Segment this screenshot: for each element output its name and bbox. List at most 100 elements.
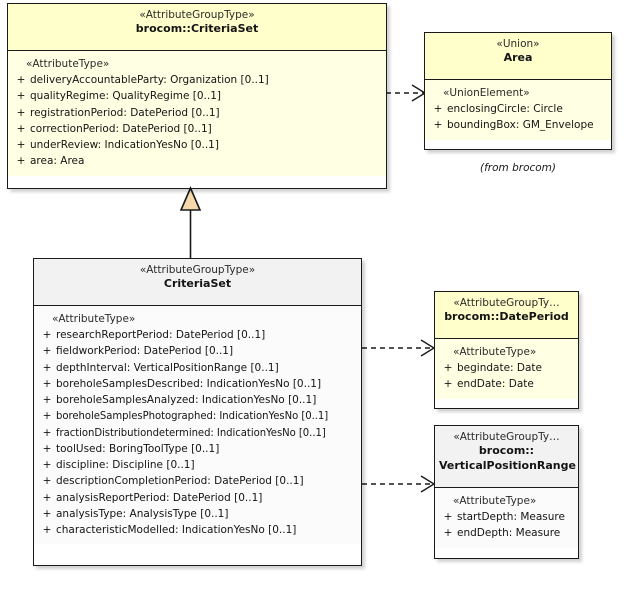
attribute-visibility: +: [42, 394, 52, 407]
class-attributes-criteriaset: «AttributeType» + researchReportPeriod: …: [34, 306, 361, 545]
class-header-criteriaset: «AttributeGroupType» CriteriaSet: [34, 259, 361, 306]
class-box-verticalpositionrange[interactable]: «AttributeGroupTy… brocom:: VerticalPosi…: [434, 425, 579, 559]
attribute-visibility: +: [16, 122, 26, 135]
attribute-text: researchReportPeriod: DatePeriod [0..1]: [56, 329, 266, 341]
class-header-dateperiod: «AttributeGroupTy… brocom::DatePeriod: [435, 292, 578, 339]
class-stereotype: «AttributeGroupTy…: [453, 431, 560, 443]
class-name: brocom::DatePeriod: [444, 310, 569, 324]
attribute-visibility: +: [42, 507, 52, 520]
attribute-row: + endDepth: Measure: [439, 525, 574, 541]
class-attributes-dateperiod: «AttributeType» + begindate: Date + endD…: [435, 339, 578, 399]
attribute-text: fractionDistributiondetermined: Indicati…: [56, 426, 326, 439]
dependency-brocom-criteriaset-to-area: [386, 84, 427, 102]
attribute-text: qualityRegime: QualityRegime [0..1]: [30, 90, 221, 103]
class-stereotype: «AttributeGroupType»: [139, 9, 255, 21]
attribute-row: + registrationPeriod: DatePeriod [0..1]: [12, 105, 382, 121]
attribute-group-stereotype: «AttributeType»: [453, 495, 537, 507]
generalization-criteriaset-to-brocom-criteriaset: [179, 185, 202, 258]
attribute-text: boundingBox: GM_Envelope: [447, 119, 594, 132]
attribute-text: deliveryAccountableParty: Organization […: [30, 74, 269, 86]
attribute-visibility: +: [42, 410, 52, 423]
attribute-text: boreholeSamplesAnalyzed: IndicationYesNo…: [56, 394, 317, 407]
attribute-row: + underReview: IndicationYesNo [0..1]: [12, 137, 382, 153]
attribute-text: analysisType: AnalysisType [0..1]: [56, 507, 229, 520]
attribute-row: + toolUsed: BoringToolType [0..1]: [38, 441, 357, 457]
attribute-visibility: +: [42, 377, 52, 390]
attribute-text: analysisReportPeriod: DatePeriod [0..1]: [56, 491, 263, 504]
class-box-area[interactable]: «Union» Area «UnionElement» + enclosingC…: [424, 32, 612, 150]
class-header-verticalpositionrange: «AttributeGroupTy… brocom:: VerticalPosi…: [435, 426, 578, 488]
class-box-criteriaset[interactable]: «AttributeGroupType» CriteriaSet «Attrib…: [33, 258, 362, 566]
attribute-visibility: +: [42, 345, 52, 358]
attribute-group-stereotype: «AttributeType»: [453, 346, 537, 358]
class-stereotype: «AttributeGroupTy…: [453, 297, 560, 309]
dependency-criteriaset-to-dateperiod: [362, 339, 436, 357]
attribute-visibility: +: [443, 527, 453, 540]
class-name: Area: [503, 51, 533, 65]
attribute-visibility: +: [433, 119, 443, 132]
attribute-row: + area: Area: [12, 153, 382, 169]
attribute-row: + discipline: Discipline [0..1]: [38, 457, 357, 473]
attribute-row: + researchReportPeriod: DatePeriod [0..1…: [38, 327, 357, 343]
attribute-row: + characteristicModelled: IndicationYesN…: [38, 522, 357, 538]
attribute-visibility: +: [42, 426, 52, 439]
attribute-visibility: +: [443, 362, 453, 374]
attribute-text: characteristicModelled: IndicationYesNo …: [56, 524, 297, 537]
attribute-row: + endDate: Date: [439, 376, 574, 392]
attribute-row: + qualityRegime: QualityRegime [0..1]: [12, 88, 382, 104]
attribute-text: fieldworkPeriod: DatePeriod [0..1]: [56, 345, 234, 358]
attribute-text: area: Area: [30, 155, 85, 168]
attribute-text: discipline: Discipline [0..1]: [56, 459, 195, 472]
attribute-text: endDepth: Measure: [457, 527, 561, 540]
class-name-line2: VerticalPositionRange: [439, 458, 576, 472]
attribute-text: begindate: Date: [457, 362, 543, 374]
attribute-row: + deliveryAccountableParty: Organization…: [12, 72, 382, 88]
attribute-visibility: +: [42, 329, 52, 341]
attribute-row: + correctionPeriod: DatePeriod [0..1]: [12, 121, 382, 137]
class-stereotype: «Union»: [496, 38, 540, 50]
attribute-visibility: +: [42, 475, 52, 488]
attribute-group-stereotype: «UnionElement»: [443, 87, 530, 99]
attribute-text: correctionPeriod: DatePeriod [0..1]: [30, 122, 212, 135]
attribute-row: + boreholeSamplesPhotographed: Indicatio…: [38, 408, 357, 424]
class-box-dateperiod[interactable]: «AttributeGroupTy… brocom::DatePeriod «A…: [434, 291, 579, 409]
attribute-text: toolUsed: BoringToolType [0..1]: [56, 442, 220, 455]
attribute-visibility: +: [42, 459, 52, 472]
dependency-criteriaset-to-verticalpositionrange: [362, 475, 436, 493]
attribute-text: enclosingCircle: Circle: [447, 103, 563, 115]
attribute-text: boreholeSamplesPhotographed: IndicationY…: [56, 410, 329, 423]
class-attributes-area: «UnionElement» + enclosingCircle: Circle…: [425, 80, 611, 140]
attribute-row: + boreholeSamplesAnalyzed: IndicationYes…: [38, 392, 357, 408]
class-stereotype: «AttributeGroupType»: [139, 264, 256, 276]
attribute-row: + boreholeSamplesDescribed: IndicationYe…: [38, 376, 357, 392]
attribute-visibility: +: [16, 155, 26, 168]
attribute-text: startDepth: Measure: [457, 511, 565, 523]
class-attributes-verticalpositionrange: «AttributeType» + startDepth: Measure + …: [435, 488, 578, 548]
class-box-brocom-criteriaset[interactable]: «AttributeGroupType» brocom::CriteriaSet…: [7, 3, 387, 189]
attribute-row: + descriptionCompletionPeriod: DatePerio…: [38, 473, 357, 489]
class-header-brocom-criteriaset: «AttributeGroupType» brocom::CriteriaSet: [8, 4, 386, 51]
attribute-row: + depthInterval: VerticalPositionRange […: [38, 360, 357, 376]
attribute-text: descriptionCompletionPeriod: DatePeriod …: [56, 475, 304, 488]
attribute-row: + enclosingCircle: Circle: [429, 101, 607, 117]
attribute-visibility: +: [16, 90, 26, 103]
class-header-area: «Union» Area: [425, 33, 611, 80]
attribute-row: + analysisType: AnalysisType [0..1]: [38, 506, 357, 522]
attribute-group-stereotype: «AttributeType»: [52, 313, 136, 325]
attribute-visibility: +: [443, 511, 453, 523]
class-name: brocom::CriteriaSet: [135, 22, 259, 36]
attribute-group-stereotype: «AttributeType»: [26, 58, 110, 70]
class-attributes-brocom-criteriaset: «AttributeType» + deliveryAccountablePar…: [8, 51, 386, 176]
attribute-text: underReview: IndicationYesNo [0..1]: [30, 139, 219, 152]
package-note-area: (from brocom): [479, 162, 557, 174]
attribute-row: + fractionDistributiondetermined: Indica…: [38, 425, 357, 441]
attribute-text: registrationPeriod: DatePeriod [0..1]: [30, 106, 220, 119]
attribute-row: + boundingBox: GM_Envelope: [429, 117, 607, 133]
attribute-visibility: +: [42, 524, 52, 537]
attribute-row: + analysisReportPeriod: DatePeriod [0..1…: [38, 490, 357, 506]
attribute-visibility: +: [42, 491, 52, 504]
attribute-row: + startDepth: Measure: [439, 509, 574, 525]
attribute-visibility: +: [16, 106, 26, 119]
attribute-row: + fieldworkPeriod: DatePeriod [0..1]: [38, 343, 357, 359]
